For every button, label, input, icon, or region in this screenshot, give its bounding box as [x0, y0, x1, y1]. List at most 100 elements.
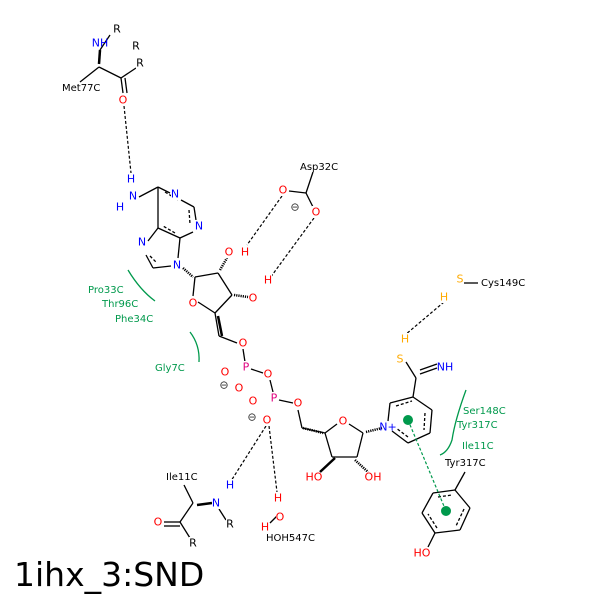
bond — [407, 432, 431, 444]
bond — [79, 66, 100, 83]
bond — [324, 423, 338, 434]
arc-gly7 — [189, 331, 200, 363]
atom-label-background — [239, 337, 247, 349]
atom-label-background — [274, 492, 282, 504]
bond — [412, 377, 417, 398]
bond — [305, 192, 314, 208]
atom-label: H — [440, 291, 448, 304]
bond — [419, 367, 438, 375]
atom-label: O — [264, 368, 273, 381]
atom-label-background — [264, 368, 272, 380]
bond — [305, 171, 314, 194]
bond — [459, 507, 471, 531]
atom-label: R — [226, 518, 234, 531]
bond — [197, 301, 216, 314]
bond — [123, 105, 132, 174]
bond — [157, 186, 171, 194]
atom-label: N — [173, 259, 181, 272]
atom-label: O — [119, 94, 128, 107]
residue-ile11: Ile11C — [166, 472, 198, 483]
bond — [120, 67, 137, 79]
bond — [429, 409, 433, 434]
atom-label-background — [171, 188, 179, 200]
bond — [98, 66, 122, 79]
contact-ser148: Ser148C — [463, 406, 506, 417]
bond — [412, 396, 433, 411]
bond — [233, 293, 249, 299]
atom-label-background — [396, 353, 404, 365]
residue-hoh547: HOH547C — [266, 533, 315, 544]
bond — [423, 412, 426, 431]
atom-label: R — [113, 23, 121, 36]
atom-label-background — [113, 23, 121, 35]
residue-tyr317: Tyr317C — [444, 458, 486, 469]
atom-label: N — [195, 220, 203, 233]
atom-label: N — [171, 188, 179, 201]
bond — [214, 294, 233, 314]
negative-charge-icon: ⊖ — [247, 411, 256, 424]
contact-tyr317: Tyr317C — [456, 420, 498, 431]
atom-label: N — [129, 190, 137, 203]
atom-label-background — [189, 297, 197, 309]
atom-label: R — [132, 40, 140, 53]
atom-label: O — [276, 511, 285, 524]
bond — [455, 508, 465, 527]
bond — [454, 489, 471, 509]
residue-asp32: Asp32C — [300, 162, 338, 173]
bond — [179, 521, 191, 539]
contact-thr96: Thr96C — [101, 299, 138, 310]
bond — [246, 195, 283, 246]
bond — [354, 459, 369, 473]
atom-label: O — [154, 516, 163, 529]
atom-label: S — [397, 353, 404, 366]
atom-label-background — [132, 40, 140, 52]
bond — [145, 254, 154, 269]
atom-label-background — [189, 537, 197, 549]
atom-label: O — [249, 395, 258, 408]
bond — [432, 489, 456, 494]
atom-label-background — [249, 395, 257, 407]
bond — [152, 265, 172, 269]
ring-centroid-ligand — [403, 415, 413, 425]
atom-label: H — [241, 246, 249, 259]
bond — [297, 409, 303, 429]
bond — [268, 425, 278, 493]
atom-label: O — [189, 297, 198, 310]
atom-label: H — [261, 521, 269, 534]
atom-label: NH — [92, 37, 109, 50]
atom-label-background — [127, 173, 135, 185]
arc-ser148-tyr317-ile11 — [439, 389, 467, 456]
pi-stacking-interaction — [403, 415, 451, 516]
atom-label-background — [456, 273, 464, 285]
atom-label-background — [129, 190, 137, 202]
bond — [218, 508, 227, 521]
bond — [395, 400, 413, 407]
bond — [269, 217, 315, 279]
atom-label: O — [235, 382, 244, 395]
atom-label-background — [138, 236, 146, 248]
bond — [216, 315, 224, 337]
atom-label: O — [263, 414, 272, 427]
atom-label: O — [339, 415, 348, 428]
bond — [391, 430, 409, 444]
bond — [421, 492, 434, 514]
contact-ile11: Ile11C — [462, 441, 494, 452]
atom-label: O — [249, 292, 258, 305]
bond — [395, 427, 409, 438]
atom-label-background — [270, 392, 278, 404]
atom-label: N — [212, 497, 220, 510]
bond — [217, 272, 233, 296]
bond — [218, 257, 229, 271]
bond — [179, 231, 194, 239]
atom-label-background — [263, 414, 271, 426]
bond — [324, 432, 333, 458]
bond — [157, 227, 181, 239]
bond — [427, 513, 438, 529]
atom-label: H — [127, 173, 135, 186]
atom-label: OH — [365, 471, 382, 484]
bond — [278, 399, 294, 404]
atom-label: O — [279, 184, 288, 197]
bond — [188, 209, 191, 225]
